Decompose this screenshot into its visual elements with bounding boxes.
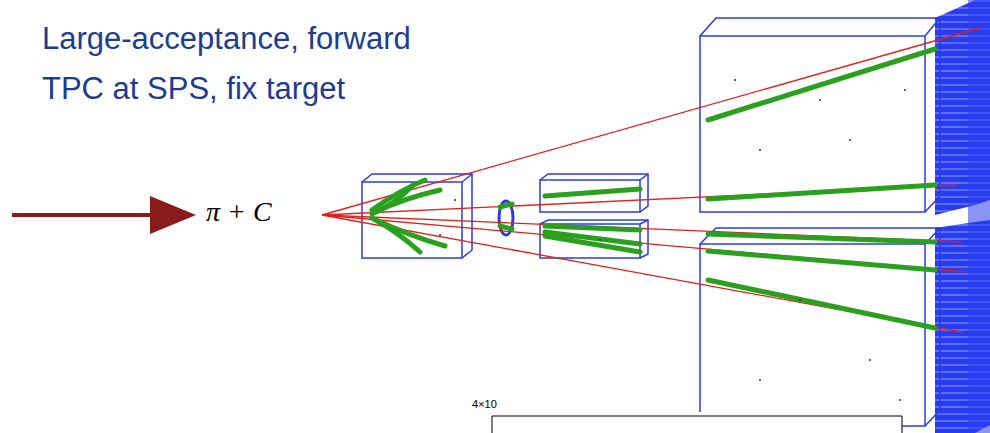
track-line xyxy=(322,28,980,332)
reaction-label: π + C xyxy=(206,196,272,228)
plot-frame xyxy=(492,412,902,433)
tof-wall xyxy=(935,0,990,433)
tpc-box xyxy=(362,18,940,426)
noise-hit xyxy=(439,79,906,401)
slide-title: Large-acceptance, forward TPC at SPS, fi… xyxy=(42,14,462,114)
cluster-track xyxy=(372,49,935,328)
beam-arrow xyxy=(12,196,196,234)
axis-multiplier: 4×10 xyxy=(472,398,497,410)
